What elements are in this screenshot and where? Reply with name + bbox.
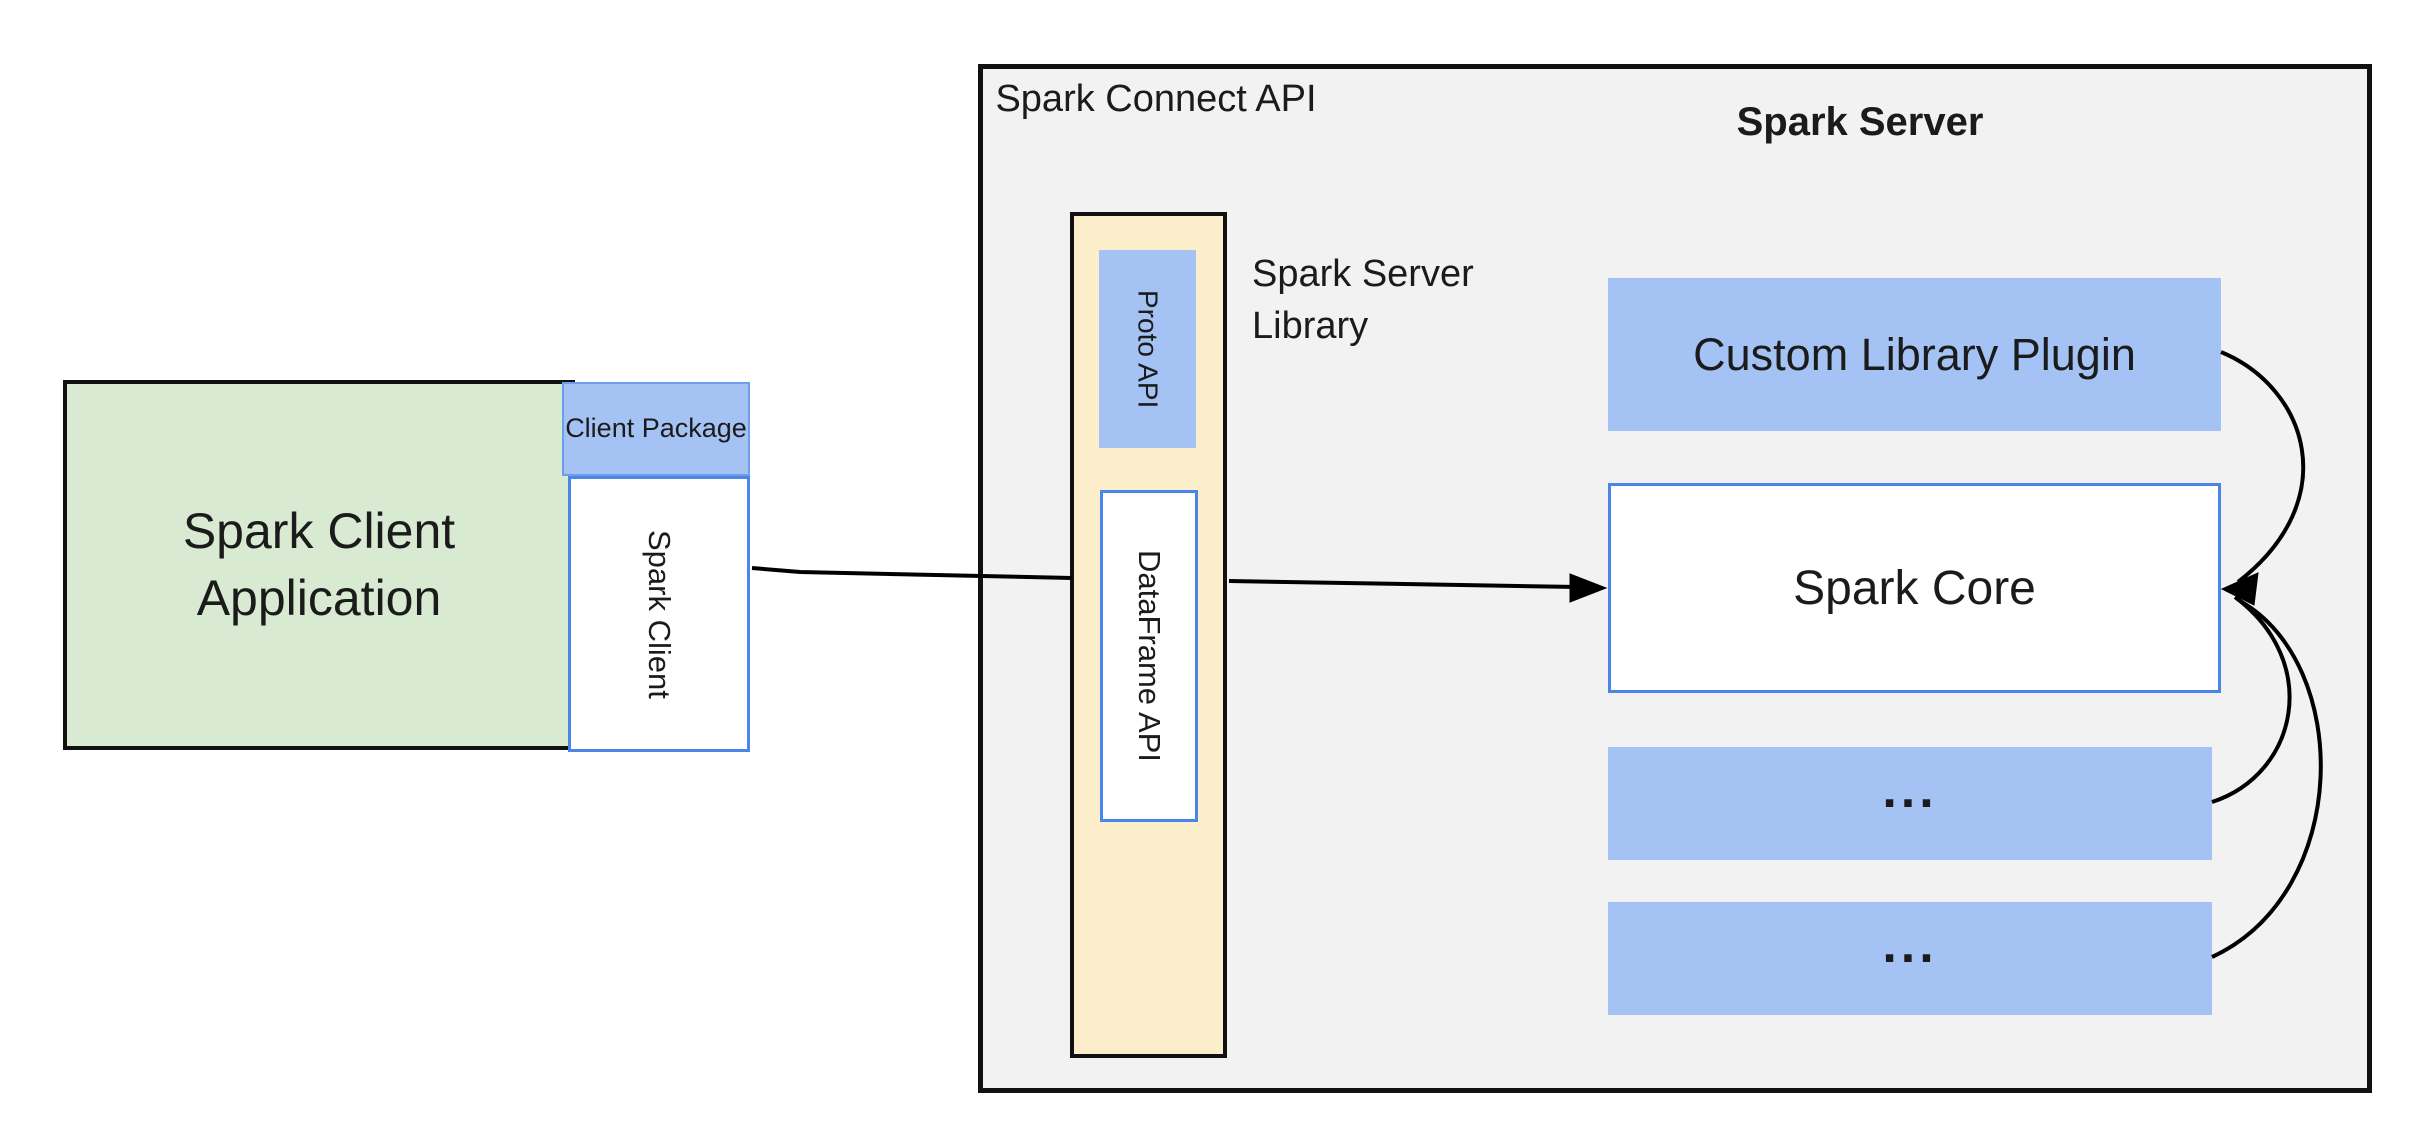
proto-api-label: Proto API <box>1132 289 1164 409</box>
spark-client-application-box: Spark Client Application <box>63 380 575 750</box>
spark-core-label: Spark Core <box>1793 561 2036 615</box>
spark-client-application-label: Spark Client Application <box>182 502 456 627</box>
custom-library-plugin-label: Custom Library Plugin <box>1693 328 2136 380</box>
dataframe-api-box: DataFrame API <box>1100 490 1198 822</box>
spark-client-box: Spark Client <box>568 476 750 752</box>
spark-connect-api-label: Spark Connect API <box>995 78 1317 120</box>
module-box-1: ... <box>1608 747 2212 860</box>
module-1-ellipsis: ... <box>1882 760 1938 819</box>
client-package-box: Client Package <box>562 382 750 476</box>
module-2-ellipsis: ... <box>1882 915 1938 974</box>
spark-client-label: Spark Client <box>642 529 677 699</box>
custom-library-plugin-box: Custom Library Plugin <box>1608 278 2221 431</box>
proto-api-box: Proto API <box>1099 250 1196 448</box>
spark-server-library-label: Spark Server Library <box>1252 253 1474 348</box>
client-package-label: Client Package <box>565 413 747 444</box>
spark-core-box: Spark Core <box>1608 483 2221 693</box>
module-box-2: ... <box>1608 902 2212 1015</box>
dataframe-api-label: DataFrame API <box>1132 550 1167 762</box>
spark-server-title: Spark Server <box>1736 100 1984 144</box>
